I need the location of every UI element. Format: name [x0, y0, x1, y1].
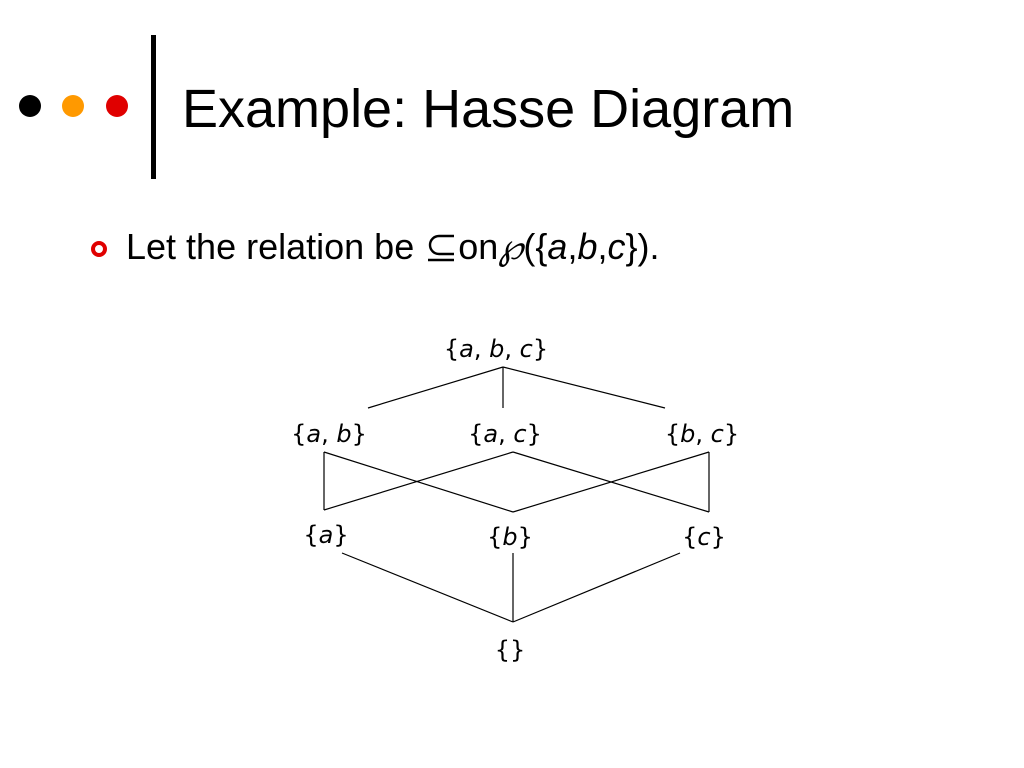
hasse-node-c: {c} — [682, 523, 726, 551]
decoration-dot-black — [19, 95, 41, 117]
hasse-edge-a-empty — [341, 552, 514, 623]
hasse-edge-bc-b — [512, 451, 710, 513]
bullet-comma-1: , — [567, 226, 578, 267]
hasse-node-bc: {b, c} — [665, 420, 739, 448]
bullet-comma-2: , — [597, 226, 608, 267]
hasse-node-ab: {a, b} — [291, 420, 367, 448]
element-b: b — [577, 226, 598, 267]
hasse-node-empty: {} — [495, 636, 526, 664]
hasse-edge-abc-ab — [367, 366, 504, 409]
hasse-edge-c-empty — [512, 552, 681, 623]
element-c: c — [607, 226, 626, 267]
bullet-text-on: on — [458, 226, 499, 267]
subset-or-equal-icon — [424, 224, 458, 270]
bullet-text-before: Let the relation be — [126, 226, 415, 267]
slide-title: Example: Hasse Diagram — [182, 79, 795, 139]
hasse-node-a: {a} — [303, 521, 348, 549]
title-divider — [151, 35, 156, 179]
hasse-node-b: {b} — [487, 523, 533, 551]
hasse-edge-abc-bc — [502, 366, 666, 409]
bullet-text: Let the relation be on ℘({a, b, c}). — [126, 224, 660, 271]
decoration-dot-red — [106, 95, 128, 117]
bullet-ring-icon — [91, 241, 107, 257]
bullet-text-close: }). — [625, 226, 660, 267]
decoration-dot-orange — [62, 95, 84, 117]
hasse-node-abc: {a, b, c} — [444, 335, 548, 363]
hasse-edge-ab-b — [323, 451, 514, 513]
bullet-text-open: ({ — [523, 226, 548, 267]
hasse-edge-ac-a — [323, 451, 514, 511]
weierstrass-p-icon: ℘ — [498, 227, 524, 268]
hasse-node-ac: {a, c} — [468, 420, 542, 448]
element-a: a — [547, 226, 568, 267]
